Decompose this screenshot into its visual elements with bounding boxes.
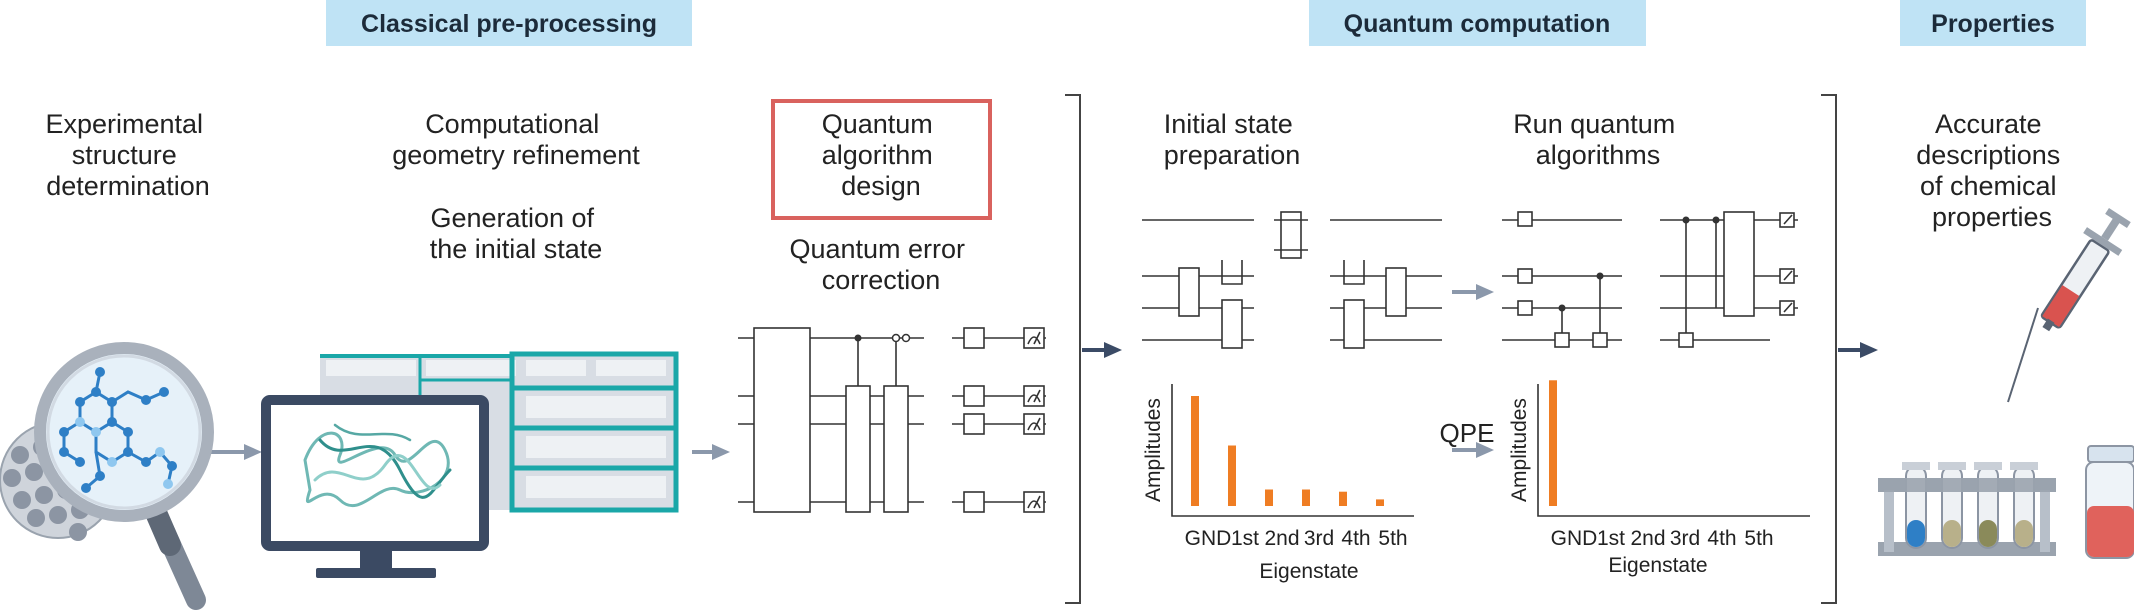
chart-tick-label: 4th	[1707, 527, 1736, 550]
protein-icon	[303, 423, 452, 508]
state-prep-circuit	[1142, 211, 1442, 349]
header-quantum-label: Quantum computation	[1344, 10, 1611, 38]
arrow-prep-to-run	[1452, 284, 1494, 300]
header-classical: Classical pre-processing	[326, 0, 692, 46]
chart-ylabel: Amplitudes	[1508, 398, 1531, 502]
bracket-left	[1065, 94, 1081, 604]
arrow-geometry-to-algorithm	[692, 444, 730, 460]
chart-bar	[1265, 489, 1273, 506]
run-algorithms-circuit	[1502, 211, 1798, 348]
chart-tick-label: 1st	[1597, 527, 1625, 550]
chart-tick-label: 2nd	[1264, 527, 1299, 550]
chart-tick-label: GND	[1551, 527, 1598, 550]
run-algorithms-label: Run quantum algorithms	[1513, 109, 1683, 170]
chart-tick-label: 2nd	[1630, 527, 1665, 550]
chart-tick-label: 3rd	[1670, 527, 1700, 550]
initial-generation-label: Generation of the initial state	[430, 203, 603, 264]
error-correction-label: Quantum error correction	[789, 234, 972, 295]
header-quantum: Quantum computation	[1309, 0, 1646, 46]
chart-bar	[1228, 445, 1236, 506]
arrow-into-quantum	[1082, 342, 1122, 358]
arrow-experimental-to-geometry	[210, 444, 262, 460]
chart-tick-label: 4th	[1341, 527, 1370, 550]
header-classical-label: Classical pre-processing	[361, 10, 657, 38]
chart-xlabel: Eigenstate	[1608, 554, 1707, 577]
measurement-icon	[1779, 212, 1795, 316]
monitor-icon	[261, 395, 489, 578]
syringe-icon	[2007, 207, 2131, 403]
chart-axes	[1171, 384, 1414, 517]
test-tube-rack-icon	[1878, 462, 2056, 556]
geometry-label: Computational geometry refinement	[392, 109, 640, 170]
chart-ylabel: Amplitudes	[1142, 398, 1165, 502]
measurement-icon	[1023, 327, 1045, 513]
qpe-label: QPE	[1440, 418, 1495, 448]
chart-tick-label: 5th	[1744, 527, 1773, 550]
chart-axes	[1537, 384, 1810, 517]
header-properties-label: Properties	[1931, 10, 2055, 38]
chart-bar	[1339, 491, 1347, 506]
arrow-to-properties	[1838, 342, 1878, 358]
molecule-icon	[59, 367, 177, 493]
chart-bar	[1191, 396, 1199, 506]
chart-tick-label: 3rd	[1304, 527, 1334, 550]
bracket-right	[1821, 94, 1837, 604]
error-correction-circuit	[738, 327, 1046, 513]
chart-tick-label: 5th	[1378, 527, 1407, 550]
chart-bar	[1376, 499, 1384, 506]
chart-tick-label: GND	[1185, 527, 1232, 550]
chart-tick-label: 1st	[1231, 527, 1259, 550]
experimental-label: Experimental structure determination	[45, 109, 210, 201]
vial-icon	[2085, 445, 2134, 559]
arrow-qpe	[1452, 442, 1494, 458]
header-properties: Properties	[1900, 0, 2086, 46]
algorithm-design-label: Quantum algorithm design	[822, 109, 941, 201]
chart-bar	[1549, 380, 1557, 506]
chart-xlabel: Eigenstate	[1259, 560, 1358, 583]
descriptions-label: Accurate descriptions of chemical proper…	[1916, 109, 2068, 232]
state-prep-label: Initial state preparation	[1164, 109, 1301, 170]
algorithm-design-highlight-box	[771, 99, 992, 220]
chart-bar	[1302, 489, 1310, 506]
